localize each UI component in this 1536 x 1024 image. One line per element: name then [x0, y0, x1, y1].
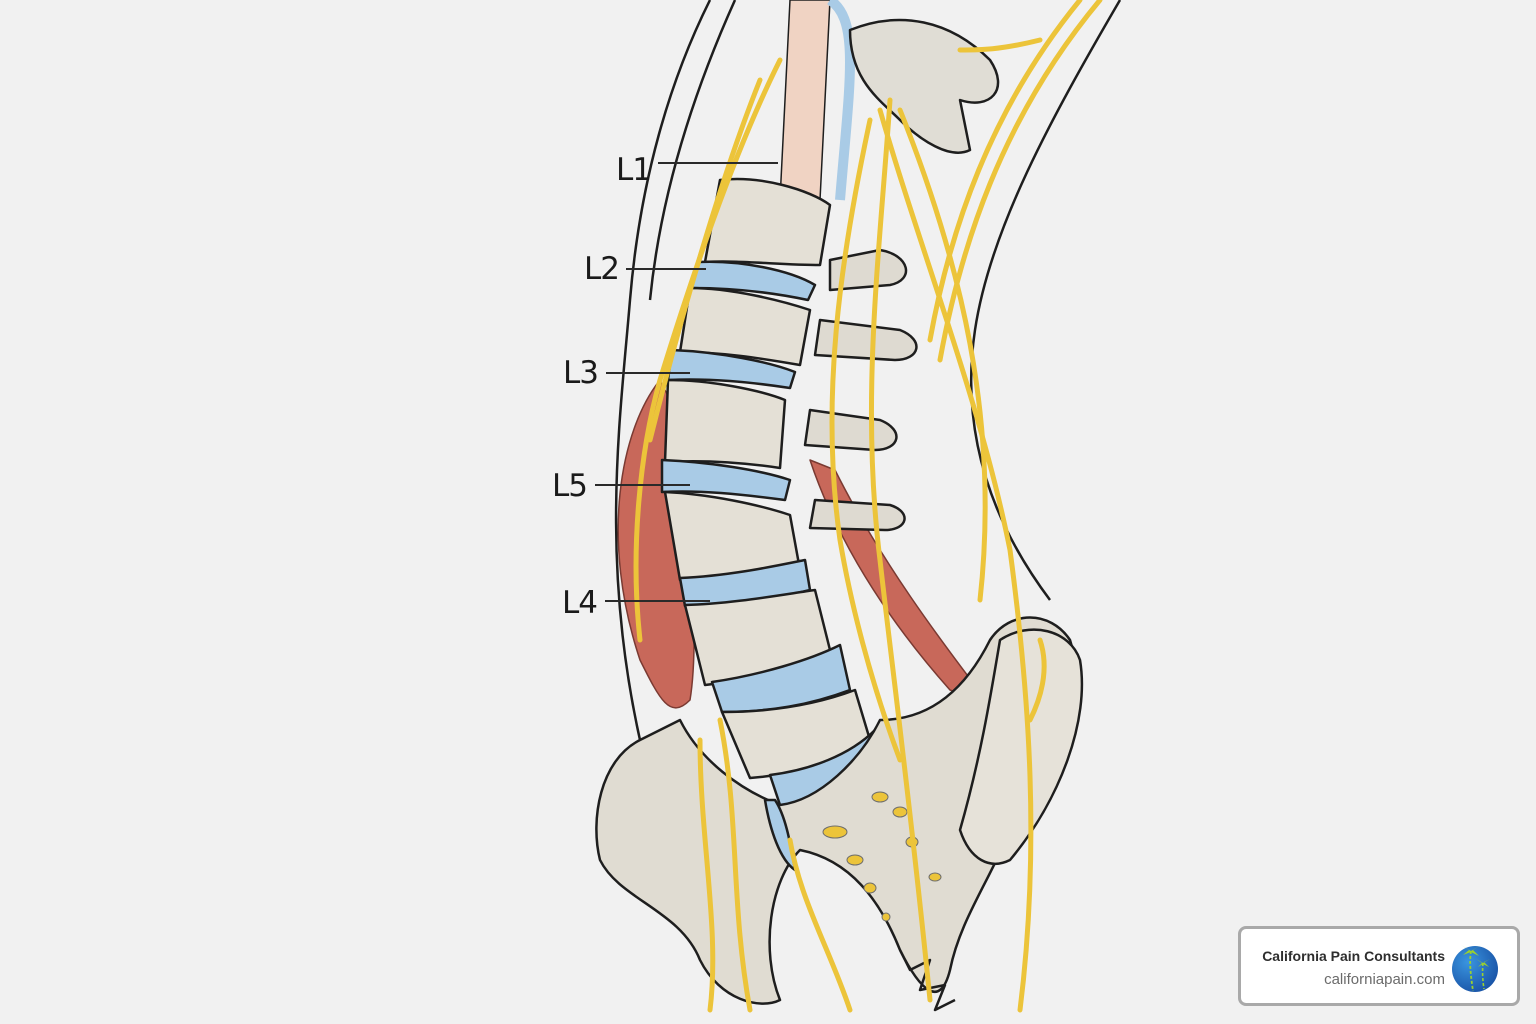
leader-line-l3: [606, 372, 690, 374]
leader-line-l1: [658, 162, 778, 164]
brand-badge: California Pain Consultants californiapa…: [1238, 926, 1520, 1006]
leader-line-l2: [626, 268, 706, 270]
vertebra-label-l2: L2: [584, 251, 620, 287]
palm-tree-globe-icon: [1452, 945, 1498, 992]
vertebra-label-l1: L1: [616, 152, 652, 188]
vertebra-label-l4: L4: [562, 585, 598, 621]
leader-line-l4: [605, 600, 710, 602]
vertebra-label-l5: L5: [552, 468, 588, 504]
leader-line-l5: [595, 484, 690, 486]
brand-name: California Pain Consultants: [1262, 948, 1445, 964]
vertebra-label-l3: L3: [563, 355, 599, 391]
brand-url: californiapain.com: [1324, 971, 1445, 988]
